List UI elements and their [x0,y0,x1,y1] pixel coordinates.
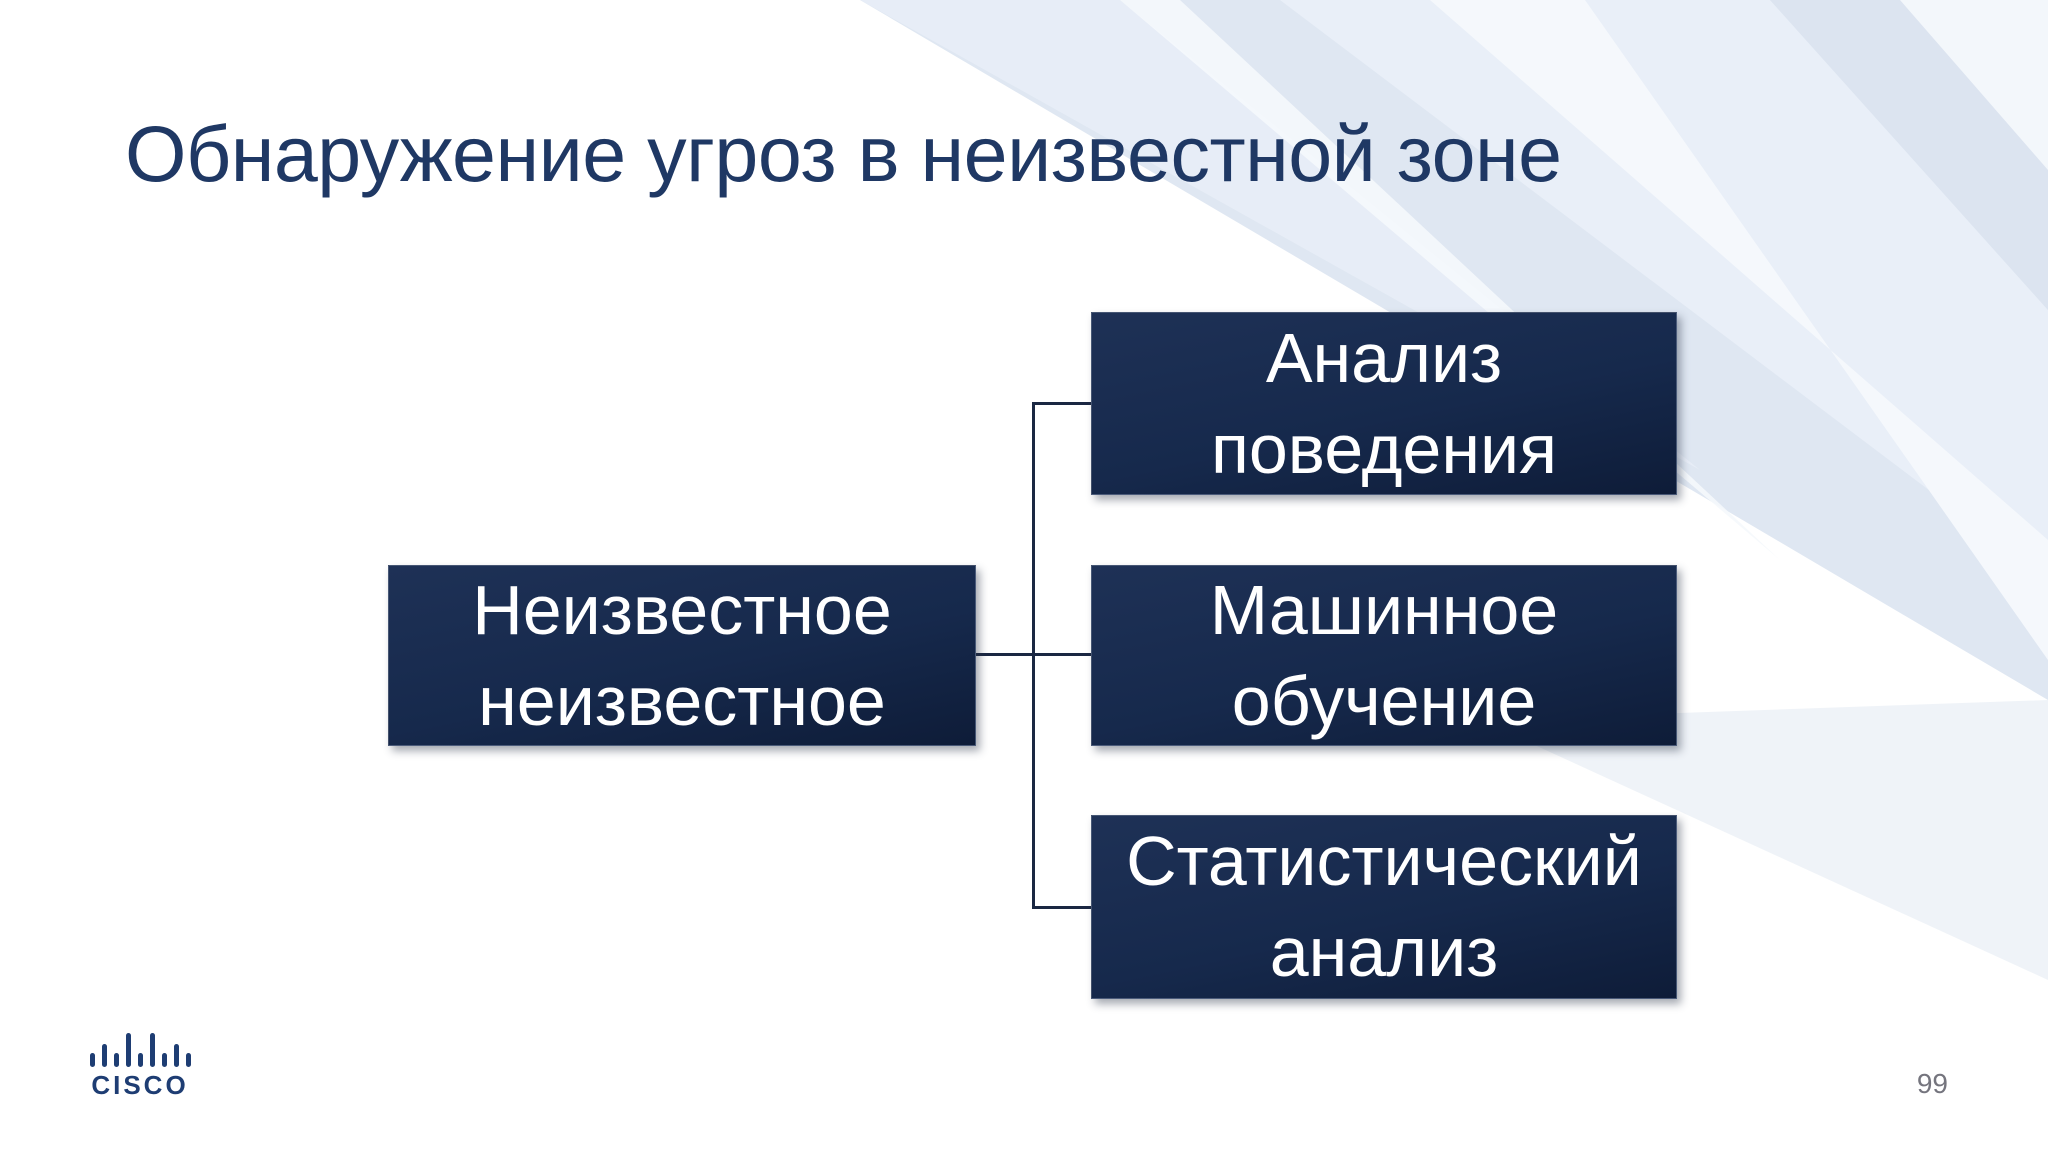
connector-stub-bottom [1032,906,1092,909]
box-label-line: неизвестное [478,661,886,740]
slide-title: Обнаружение угроз в неизвестной зоне [125,109,1562,198]
diagram-box-machine-learning: Машинное обучение [1091,565,1677,746]
cisco-bridge-bars-icon [85,1033,195,1067]
box-label-line: Неизвестное [472,570,892,649]
page-number: 99 [1916,1068,1948,1099]
cisco-logo-text: cisco [91,1070,189,1100]
box-label-line: обучение [1231,661,1537,740]
box-label-line: Машинное [1209,570,1559,649]
diagram-box-statistical-analysis: Статистический анализ [1091,815,1677,999]
diagram-box-behavior-analysis: Анализ поведения [1091,312,1677,495]
box-label-line: Анализ [1265,318,1503,397]
connector-stub-top [1032,402,1092,405]
cisco-logo: cisco [85,1033,195,1101]
box-label-line: Статистический [1126,822,1642,900]
box-label-line: поведения [1210,409,1558,488]
diagram-box-unknown-unknown: Неизвестное неизвестное [388,565,976,746]
connector-stub-middle [974,653,1092,656]
box-label-line: анализ [1269,913,1499,991]
